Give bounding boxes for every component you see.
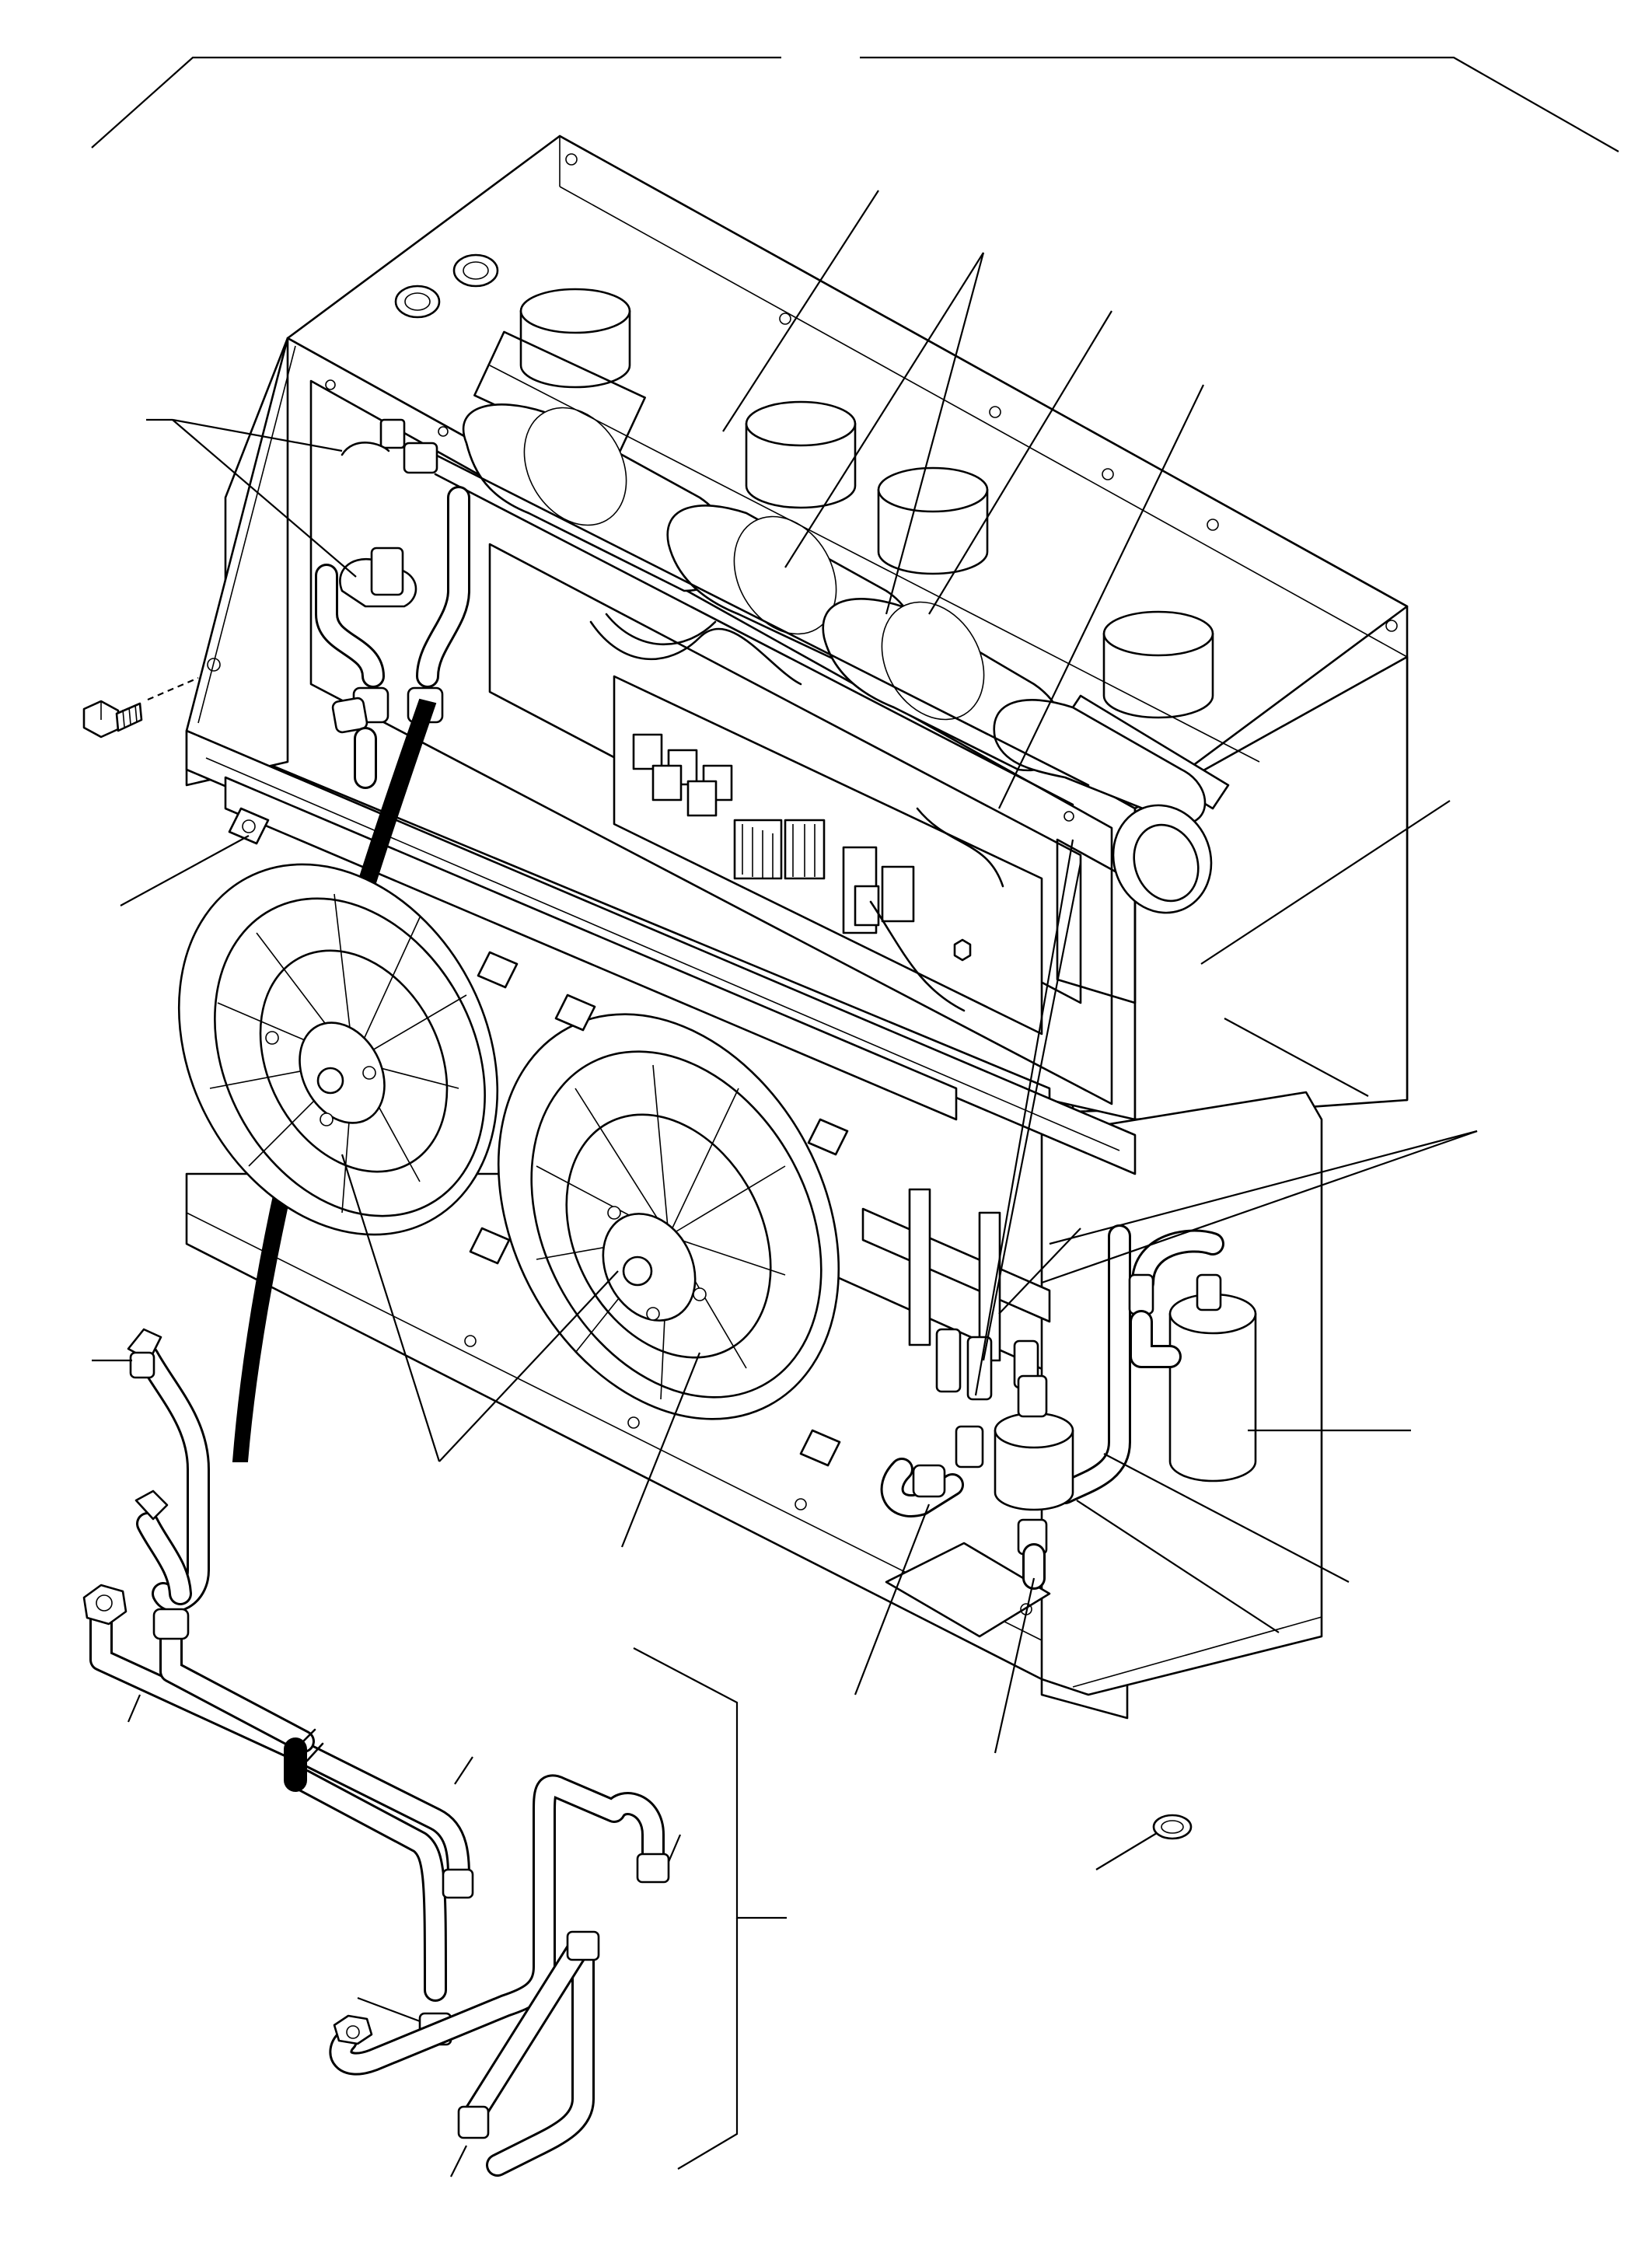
blower-4 [993,610,1230,914]
condenser-fan-left [177,807,519,1265]
receiver-drier [994,1273,1257,1590]
control-board [589,613,1043,1035]
mounting-bolt [82,676,199,739]
leader-lines [92,190,1478,2177]
hose-set [82,1328,670,2177]
condenser-fan-right [497,994,849,1467]
duct-tube [434,365,1260,806]
frame-bracket [91,56,1619,152]
blower-1 [462,288,732,592]
o-ring [1152,1814,1193,1840]
expansion-valve [315,418,470,789]
